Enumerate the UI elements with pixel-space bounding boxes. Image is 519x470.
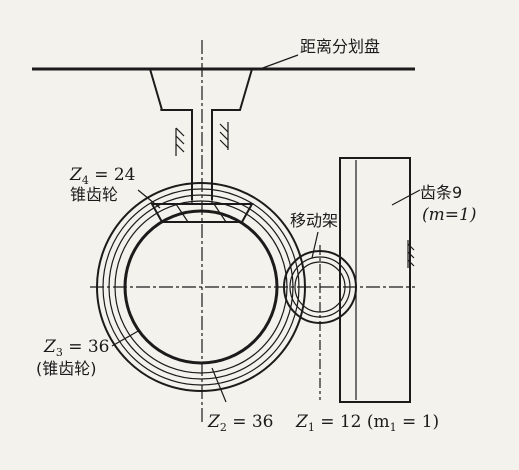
housing-hatch [175, 122, 229, 156]
rack-leader-line [391, 189, 421, 206]
rack-hatch [407, 240, 415, 268]
rack-name-label: 齿条9 [420, 183, 462, 202]
bevel-gear-z4 [150, 203, 254, 223]
rack-bar [339, 157, 411, 403]
z3-leader-line [111, 329, 141, 347]
rack-module-label: (m=1) [422, 205, 476, 225]
gear-z3-outer-ring [96, 182, 306, 392]
z2-leader-line [211, 367, 227, 403]
carriage-label: 移动架 [290, 211, 338, 230]
z1-label: Z1 = 12 (m1 = 1) [295, 412, 439, 434]
gear-z2-ring [114, 200, 288, 374]
z2-label: Z2 = 36 [207, 412, 274, 434]
shaft-housing [149, 68, 253, 200]
z3-name-label: (锥齿轮) [36, 359, 97, 378]
z4-name-label: 锥齿轮 [70, 185, 118, 204]
z4-leader-line [137, 189, 161, 209]
carriage-leader-line [311, 231, 319, 259]
z4-label: Z4 = 24 [69, 165, 136, 187]
distance-dial-label: 距离分划盘 [300, 37, 380, 56]
gear-z3-ring-3 [108, 194, 294, 380]
z3-label: Z3 = 36 [43, 337, 110, 359]
gear-z3-ring-2 [102, 188, 300, 386]
gear-z2-inner-ring [123, 209, 279, 365]
dial-leader-line [259, 54, 299, 70]
